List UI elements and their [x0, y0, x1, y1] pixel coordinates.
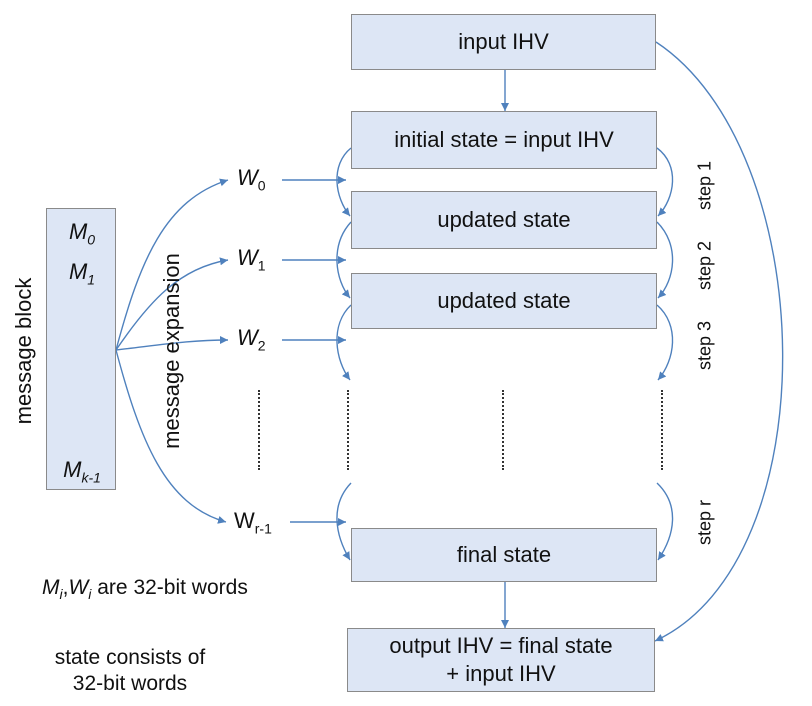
words-note: Mi,Wi are 32-bit words — [42, 576, 248, 603]
step-label-r: step r — [694, 499, 715, 546]
input-ihv-box: input IHV — [351, 14, 656, 70]
state-note-line2: 32-bit words — [72, 672, 188, 695]
arrow-step-right-3 — [656, 304, 674, 381]
initial-state-box: initial state = input IHV — [351, 111, 657, 169]
step-label-1: step 1 — [694, 160, 715, 211]
output-ihv-line1: output IHV = final state — [389, 633, 613, 658]
arrow-step-right-r — [656, 482, 674, 561]
arrow-exp-w0 — [115, 178, 229, 351]
step-label-3: step 3 — [694, 320, 715, 371]
state-note: state consists of 32-bit words — [20, 646, 240, 696]
arrow-exp-wr — [115, 349, 227, 524]
final-state-box: final state — [351, 528, 657, 582]
message-block-label: message block — [11, 277, 36, 425]
dots-state-center — [502, 390, 504, 470]
output-ihv-line2: + input IHV — [446, 661, 556, 686]
arrow-exp-w2 — [115, 336, 229, 351]
word-w0: W0 — [237, 165, 266, 194]
arrow-step-right-1 — [656, 147, 674, 217]
word-wr-1: Wr-1 — [234, 508, 272, 537]
dots-words — [258, 390, 260, 470]
updated-state-label-2: updated state — [437, 288, 571, 313]
updated-state-box-1: updated state — [351, 191, 657, 249]
dots-state-left — [347, 390, 349, 470]
message-word-m0: M0 — [68, 219, 96, 248]
step-label-2: step 2 — [694, 240, 715, 291]
arrow-input-bypass — [654, 41, 784, 642]
word-w2: W2 — [237, 325, 266, 354]
output-ihv-box: output IHV = final state + input IHV — [347, 628, 655, 692]
arrow-step-right-2 — [656, 221, 674, 299]
updated-state-box-2: updated state — [351, 273, 657, 329]
word-w1: W1 — [237, 245, 266, 274]
input-ihv-label: input IHV — [458, 29, 549, 54]
message-block-box: M0 M1 Mk-1 — [46, 208, 116, 490]
updated-state-label-1: updated state — [437, 207, 571, 232]
arrow-step-left-3 — [336, 304, 352, 381]
state-note-line1: state consists of — [54, 646, 206, 669]
message-word-mk: Mk-1 — [63, 457, 101, 486]
message-expansion-label: message expansion — [159, 253, 184, 449]
arrow-step-left-1 — [336, 147, 352, 217]
dots-state-right — [661, 390, 663, 470]
final-state-label: final state — [456, 542, 552, 567]
initial-state-label: initial state = input IHV — [394, 127, 614, 152]
arrow-exp-w1 — [115, 257, 229, 351]
arrow-step-left-2 — [336, 221, 352, 299]
arrow-step-left-r — [336, 482, 352, 561]
message-word-m1: M1 — [68, 259, 96, 288]
